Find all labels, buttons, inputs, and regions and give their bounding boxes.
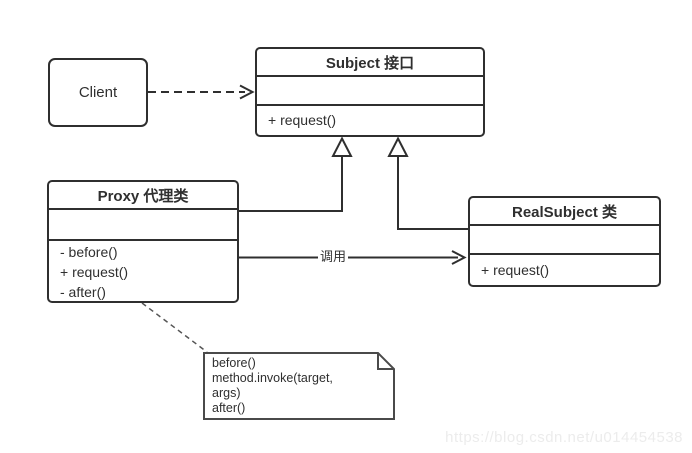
note-fold-icon bbox=[377, 353, 394, 370]
note-line: after() bbox=[212, 401, 246, 415]
client-box: Client bbox=[48, 58, 148, 127]
note-line: before() bbox=[212, 356, 256, 370]
realsubject-fields-compartment bbox=[470, 224, 659, 253]
realsubject-class: RealSubject 类 + request() bbox=[468, 196, 661, 287]
note-text: before() method.invoke(target, args) aft… bbox=[212, 356, 333, 416]
proxy-to-subject-realization bbox=[239, 156, 343, 212]
subject-fields-compartment bbox=[257, 75, 483, 104]
call-label: 调用 bbox=[318, 248, 349, 265]
note-line: args) bbox=[212, 386, 241, 400]
realsubject-class-title: RealSubject 类 bbox=[511, 203, 618, 221]
realsubject-methods-compartment: + request() bbox=[470, 253, 659, 285]
watermark: https://blog.csdn.net/u014454538 bbox=[445, 429, 683, 446]
subject-method: + request() bbox=[268, 112, 337, 128]
proxy-class-title: Proxy 代理类 bbox=[97, 187, 189, 205]
proxy-fields-compartment bbox=[49, 208, 237, 239]
proxy-class: Proxy 代理类 - before() + request() - after… bbox=[47, 180, 239, 303]
dependency-arrowhead-icon bbox=[239, 84, 255, 100]
subject-class-title: Subject 接口 bbox=[325, 54, 415, 72]
proxy-method: + request() bbox=[60, 264, 129, 280]
realsubject-to-subject-realization bbox=[397, 156, 468, 230]
proxy-method: - after() bbox=[60, 284, 106, 300]
note-shape bbox=[203, 352, 395, 420]
call-arrowhead-icon bbox=[451, 250, 467, 265]
realsubject-method: + request() bbox=[481, 262, 550, 278]
subject-methods-compartment: + request() bbox=[257, 104, 483, 135]
client-label: Client bbox=[78, 84, 118, 101]
proxy-methods-compartment: - before() + request() - after() bbox=[49, 239, 237, 301]
realization-arrowhead-left-icon bbox=[331, 136, 353, 157]
realization-arrowhead-right-icon bbox=[387, 136, 409, 157]
subject-interface-class: Subject 接口 + request() bbox=[255, 47, 485, 137]
note-line: method.invoke(target, bbox=[212, 371, 333, 385]
proxy-to-note-connector bbox=[141, 302, 208, 353]
proxy-method: - before() bbox=[60, 244, 118, 260]
